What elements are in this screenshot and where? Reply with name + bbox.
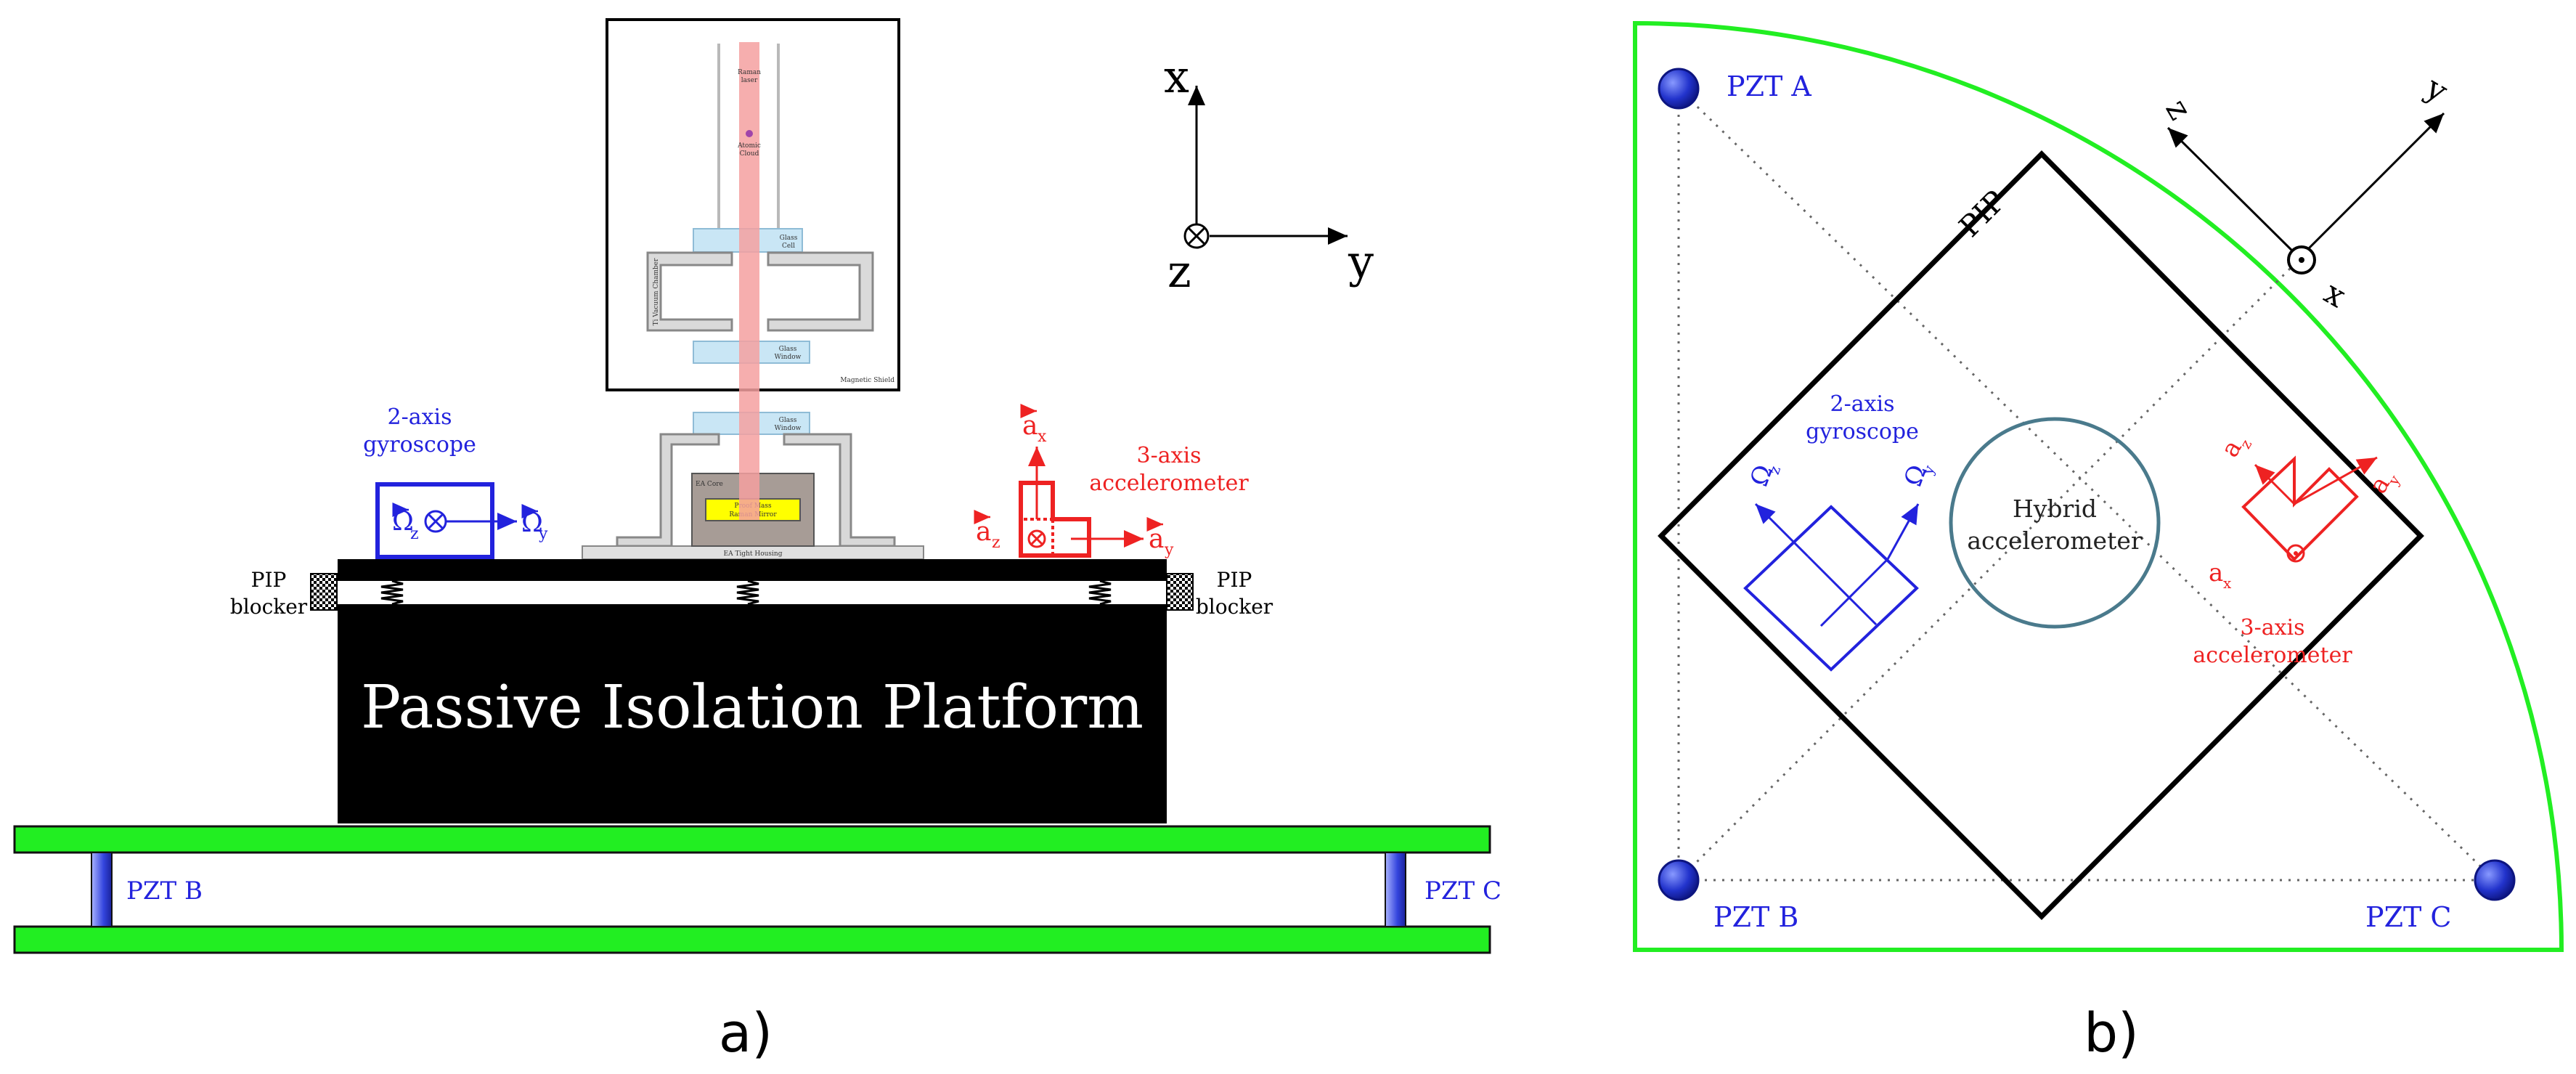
ea-core-label: EA Core <box>696 481 723 488</box>
raman-laser-label-1: Raman <box>738 69 761 76</box>
pip-blocker-right <box>1166 573 1194 611</box>
svg-text:x: x <box>2223 574 2232 592</box>
pip-bottom-plate <box>338 604 1167 611</box>
hybrid-accelerometer-circle <box>1949 417 2161 629</box>
pzt-c-label-a: PZT C <box>1424 876 1501 906</box>
magnetic-shield-label: Magnetic Shield <box>840 377 894 384</box>
svg-text:a: a <box>976 517 991 547</box>
green-plate-top <box>13 825 1491 854</box>
accel-b-x-dot-center <box>2294 551 2298 556</box>
caption-a: a) <box>719 1002 773 1065</box>
accel-b-label-line-2: accelerometer <box>2193 643 2352 668</box>
gyro-b-omega-y-arrow <box>1886 503 1920 560</box>
gyro-b-axis-2 <box>1819 558 1889 627</box>
axis-x-label: x <box>1164 50 1189 103</box>
svg-text:y: y <box>538 525 548 543</box>
pzt-c-label-b: PZT C <box>2365 901 2451 933</box>
raman-laser-label-2: laser <box>741 77 758 84</box>
gyro-omega-z: Ω z <box>392 503 419 543</box>
axis-z-into-page-icon <box>1183 223 1210 249</box>
pip-blocker-right-line-1: PIP <box>1217 568 1252 592</box>
raman-laser-beam <box>739 42 759 520</box>
pzt-b-ball <box>1658 859 1700 901</box>
green-plate-bottom <box>13 925 1491 954</box>
axis-z-label: z <box>1167 245 1191 298</box>
springs <box>380 579 1112 606</box>
accel-label-line-2: accelerometer <box>1089 471 1249 496</box>
panel-b: PIP PZT A PZT B PZT C Hybrid acceleromet… <box>1633 20 2564 1065</box>
pip-square <box>1658 150 2424 920</box>
pip-blocker-left <box>310 573 338 611</box>
accel-az: a z <box>974 510 1000 552</box>
hybrid-label-line-1: Hybrid <box>2013 495 2097 523</box>
glass-cell-label-2: Cell <box>782 243 795 250</box>
gyro-b-label-line-2: gyroscope <box>1806 419 1919 444</box>
atomic-cloud-dot <box>746 130 753 137</box>
pzt-b-column <box>91 852 113 927</box>
svg-text:x: x <box>1038 428 1047 446</box>
platform-label: Passive Isolation Platform <box>361 673 1144 742</box>
axis-y-label: y <box>1348 235 1374 288</box>
axis-b-z-label: z <box>2158 93 2198 126</box>
svg-text:a: a <box>2209 558 2223 587</box>
accel-b-az-arrow <box>2254 463 2296 505</box>
pzt-c-column <box>1385 852 1406 927</box>
quarter-circle-boundary <box>1633 20 2564 952</box>
glass-window-bottom-label-2: Window <box>775 425 802 432</box>
glass-cell-tube <box>717 44 780 247</box>
axis-b-x-out-dot <box>2299 257 2304 263</box>
gyro-label-line-2: gyroscope <box>363 432 476 457</box>
pip-blocker-left-line-2: blocker <box>230 595 308 619</box>
glass-window-top-label-2: Window <box>775 354 802 361</box>
pzt-c-ball <box>2474 859 2516 901</box>
pzt-a-ball <box>1658 68 1700 110</box>
atomic-cloud-label-2: Cloud <box>740 150 759 158</box>
ea-tight-housing-label: EA Tight Housing <box>724 550 783 558</box>
caption-b: b) <box>2084 1002 2139 1065</box>
svg-text:z: z <box>410 525 419 543</box>
accel-ax: a x <box>1020 404 1047 446</box>
accel-b-ax: a x <box>2209 558 2232 592</box>
glass-window-top-label-1: Glass <box>779 346 797 353</box>
passive-isolation-platform <box>338 611 1167 823</box>
hybrid-label-line-2: accelerometer <box>1967 526 2143 555</box>
accel-b-ay-arrow <box>2294 456 2378 505</box>
atomic-cloud-label-1: Atomic <box>737 142 761 150</box>
glass-cell-label-1: Glass <box>780 235 798 242</box>
accel-cross-icon <box>1027 529 1046 548</box>
svg-text:a: a <box>1149 524 1164 554</box>
ti-vacuum-chamber-label: Ti Vacuum Chamber <box>653 258 660 325</box>
gyro-b-omega-z-arrow <box>1754 503 1809 558</box>
pzt-b-label-b: PZT B <box>1713 901 1798 933</box>
ti-vacuum-chamber-left <box>646 251 733 332</box>
svg-text:a: a <box>1022 411 1038 441</box>
accel-b-label-line-1: 3-axis <box>2240 615 2304 640</box>
pzt-b-label-a: PZT B <box>126 876 203 906</box>
axis-b-y-arrow <box>2304 112 2445 253</box>
gyro-b-label-line-1: 2-axis <box>1830 391 1894 417</box>
accel-ay: a y <box>1146 517 1174 559</box>
glass-window-bottom-label-1: Glass <box>779 417 797 424</box>
axis-b-x-label: x <box>2318 274 2352 315</box>
gyro-b-square <box>1743 505 1919 672</box>
axis-b-z-arrow <box>2167 126 2300 259</box>
dotted-guides <box>1677 87 2496 882</box>
panel-a: Magnetic Shield Glass Cell Ti Vacuum Cha… <box>13 18 1501 1065</box>
gyro-omega-y: Ω y <box>521 504 548 543</box>
svg-text:y: y <box>1164 541 1174 559</box>
svg-text:z: z <box>992 534 1000 552</box>
accel-b-x-dot-icon <box>2286 544 2305 563</box>
pip-blocker-left-line-1: PIP <box>251 568 287 592</box>
gyro-b-axis-1 <box>1806 555 1878 626</box>
gyro-label-line-1: 2-axis <box>387 404 452 430</box>
axis-b-y-label: y <box>2419 69 2454 110</box>
pip-top-plate <box>338 559 1167 581</box>
ti-vacuum-chamber-right <box>767 251 874 332</box>
pzt-a-label: PZT A <box>1727 70 1811 102</box>
pip-blocker-right-line-2: blocker <box>1196 595 1273 619</box>
accel-label-line-1: 3-axis <box>1136 443 1201 468</box>
